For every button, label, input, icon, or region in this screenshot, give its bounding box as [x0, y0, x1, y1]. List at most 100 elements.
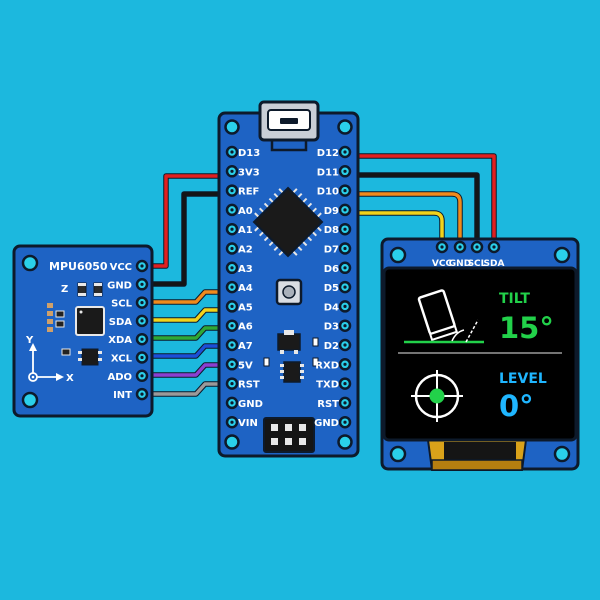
arduino-right-pin-label: D4 — [324, 302, 339, 313]
icsp-header — [263, 417, 315, 453]
arduino-right-pin-hole-center — [343, 401, 347, 405]
arduino-left-pin-label: GND — [238, 399, 263, 410]
arduino-right-pin-hole-center — [343, 304, 347, 308]
reset-button[interactable] — [275, 278, 303, 306]
oled-screen — [382, 266, 578, 442]
arduino-right-pin-hole-center — [343, 246, 347, 251]
oled-pin-label: GND — [449, 259, 471, 269]
arduino-right-pin-label: RXD — [315, 360, 339, 371]
mpu-pin-hole-center — [140, 374, 144, 378]
arduino-left-pin-label: A3 — [238, 264, 253, 275]
mpu-pin-hole-center — [140, 337, 144, 341]
tilt-label: TILT — [499, 291, 530, 307]
arduino-left-pin-hole-center — [230, 420, 234, 424]
oled-pin-label: SCL — [468, 259, 487, 269]
wire-oled-vcc — [343, 153, 497, 248]
mpu-pin-label: ADO — [107, 372, 132, 383]
oled-mounting-holes — [389, 246, 571, 463]
arduino-left-pin-label: 5V — [238, 360, 253, 371]
arduino-right-pin-label: D2 — [324, 341, 339, 352]
arduino-left-pin-label: 3V3 — [238, 167, 260, 178]
arduino-left-pin-hole-center — [230, 189, 234, 193]
arduino-left-pin-hole-center — [230, 227, 234, 231]
microcontroller-chip — [252, 186, 324, 258]
arduino-left-pin-label: RST — [238, 380, 260, 391]
wire-oled-gnd — [343, 172, 480, 248]
arduino-right-pin-label: D6 — [324, 264, 339, 275]
level-crosshair-icon — [411, 370, 463, 422]
mpu-axis-y-label: Y — [25, 335, 34, 346]
mpu-pin-label: GND — [107, 280, 132, 291]
mpu-pin-hole-center — [140, 264, 144, 268]
mpu6050-sensor-chip — [75, 306, 105, 336]
mpu-pin-label: VCC — [110, 262, 132, 273]
wire-oled-scl — [343, 191, 463, 248]
arduino-right-pin-label: D9 — [324, 206, 339, 217]
arduino-right-pin-hole-center — [343, 343, 347, 347]
arduino-right-pin-hole-center — [343, 208, 347, 212]
mpu-axis-x-label: X — [66, 373, 74, 384]
arduino-left-pin-label: VIN — [238, 418, 258, 429]
arduino-left-pin-hole-center — [230, 169, 234, 173]
oled-pin-label: VCC — [432, 259, 453, 269]
mpu6050-board: MPU6050 Z — [12, 244, 154, 418]
arduino-left-pin-hole-center — [230, 382, 234, 386]
arduino-right-pin-label: D8 — [324, 225, 339, 236]
arduino-right-pin-hole-center — [343, 285, 347, 289]
arduino-left-pin-label: A5 — [238, 302, 253, 313]
arduino-right-pin-label: D3 — [324, 322, 339, 333]
wire-mpu-gnd-to-gnd — [147, 191, 235, 287]
arduino-right-pin-hole-center — [343, 324, 347, 328]
arduino-left-pin-label: A2 — [238, 245, 253, 256]
mpu-pin-hole-center — [140, 392, 144, 396]
mpu-components — [47, 282, 103, 332]
arduino-left-pin-hole-center — [230, 401, 234, 405]
arduino-left-pin-hole-center — [230, 304, 234, 308]
mpu-small-chip — [61, 348, 102, 366]
wire-mpu-vcc-to-5v — [147, 173, 235, 269]
oled-pin-hole-center — [458, 245, 462, 249]
tilt-icon — [404, 289, 484, 344]
wire-oled-sda — [343, 210, 445, 248]
oled-pin-hole-center — [492, 245, 496, 249]
arduino-right-pin-hole-center — [343, 150, 347, 154]
oled-pin-label: SDA — [484, 259, 505, 269]
mpu-pin-hole-center — [140, 319, 144, 323]
arduino-right-pin-hole-center — [343, 420, 347, 424]
arduino-right-pin-hole-center — [343, 382, 347, 386]
tilt-value: 15° — [499, 311, 554, 345]
arduino-right-pin-hole-center — [343, 227, 347, 231]
arduino-right-pin-label: TXD — [316, 380, 339, 391]
mpu-pin-label: SDA — [109, 317, 133, 328]
mpu-pin-hole-center — [140, 355, 144, 360]
arduino-left-pin-label: A7 — [238, 341, 253, 352]
arduino-right-pin-label: D7 — [324, 245, 339, 256]
mpu-axis-z-label: Z — [61, 284, 68, 295]
oled-pin-hole-center — [475, 245, 479, 249]
arduino-left-pin-hole-center — [230, 285, 234, 289]
mpu-pin-label: INT — [113, 390, 132, 401]
arduino-right-pin-hole-center — [343, 362, 347, 366]
arduino-right-pin-label: RST — [317, 399, 339, 410]
arduino-left-pin-hole-center — [230, 362, 234, 366]
arduino-left-pin-hole-center — [230, 343, 234, 347]
mpu-pin-hole-center — [140, 301, 144, 305]
axis-indicator — [28, 343, 64, 382]
level-label: LEVEL — [499, 371, 547, 387]
arduino-left-pin-label: D13 — [238, 148, 260, 159]
arduino-left-pin-hole-center — [230, 246, 234, 251]
led-indicators — [263, 337, 319, 367]
usb-port — [258, 100, 320, 152]
arduino-left-pin-hole-center — [230, 266, 234, 270]
arduino-right-pin-label: D11 — [317, 167, 339, 178]
mpu-pin-hole-center — [140, 282, 144, 286]
level-value: 0° — [499, 389, 534, 423]
arduino-left-pin-label: A0 — [238, 206, 253, 217]
arduino-left-pin-label: A1 — [238, 225, 253, 236]
arduino-left-pin-label: A4 — [238, 283, 253, 294]
